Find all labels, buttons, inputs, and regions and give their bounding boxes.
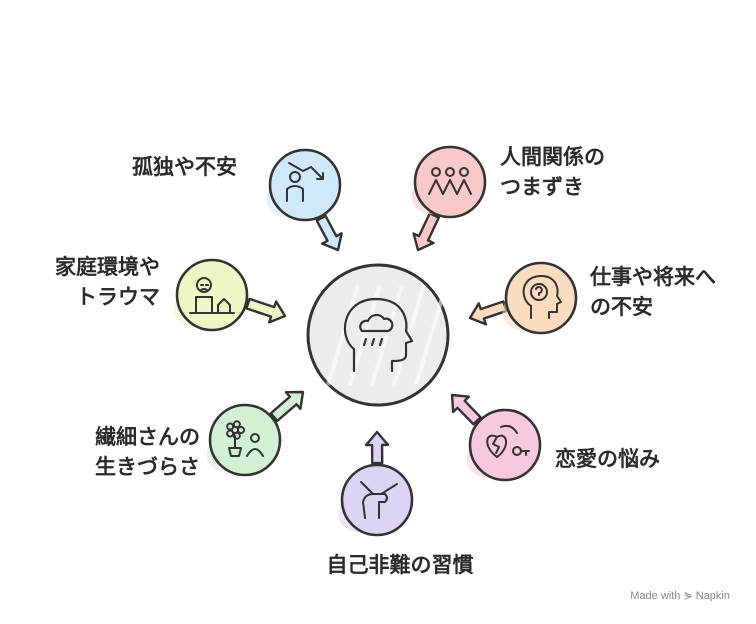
node-circle xyxy=(175,258,249,332)
arrow-work xyxy=(468,300,508,326)
napkin-watermark: Made with ⋟ Napkin xyxy=(630,590,730,602)
arrow-sensitive xyxy=(269,390,305,423)
head-question-icon xyxy=(522,275,562,319)
arrow-love xyxy=(450,393,482,426)
arrow-relationships xyxy=(412,212,440,252)
arrow-family xyxy=(245,297,287,324)
broken-heart-key-icon xyxy=(486,424,530,458)
label-work: 仕事や将来へ の不安 xyxy=(590,265,716,319)
label-family: 家庭環境や トラウマ xyxy=(55,255,160,309)
person-down-trend-icon xyxy=(286,162,324,202)
node-circle xyxy=(268,148,342,222)
node-work xyxy=(502,261,578,335)
node-circle xyxy=(208,403,282,477)
flower-person-icon xyxy=(226,420,264,457)
label-relationships: 人間関係の つまずき xyxy=(500,145,605,199)
arrow-self-blame xyxy=(364,430,390,465)
sad-person-house-icon xyxy=(189,277,235,314)
head-with-rain-cloud-icon xyxy=(343,297,414,373)
label-sensitive: 繊細さんの 生きづらさ xyxy=(95,425,200,479)
three-people-icon xyxy=(428,167,472,195)
label-loneliness: 孤独や不安 xyxy=(132,155,237,179)
node-loneliness xyxy=(266,148,342,222)
node-circle xyxy=(340,463,414,537)
node-self-blame xyxy=(338,463,414,537)
node-family xyxy=(173,258,249,332)
node-relationships xyxy=(411,145,487,219)
node-sensitive xyxy=(206,403,282,477)
arrow-loneliness xyxy=(315,214,343,252)
node-circle xyxy=(504,261,578,335)
hand-pointing-icon xyxy=(360,481,398,519)
center-node xyxy=(306,263,450,407)
label-love: 恋愛の悩み xyxy=(555,447,660,471)
label-self-blame: 自己非難の習慣 xyxy=(326,553,474,577)
node-love xyxy=(466,408,542,482)
